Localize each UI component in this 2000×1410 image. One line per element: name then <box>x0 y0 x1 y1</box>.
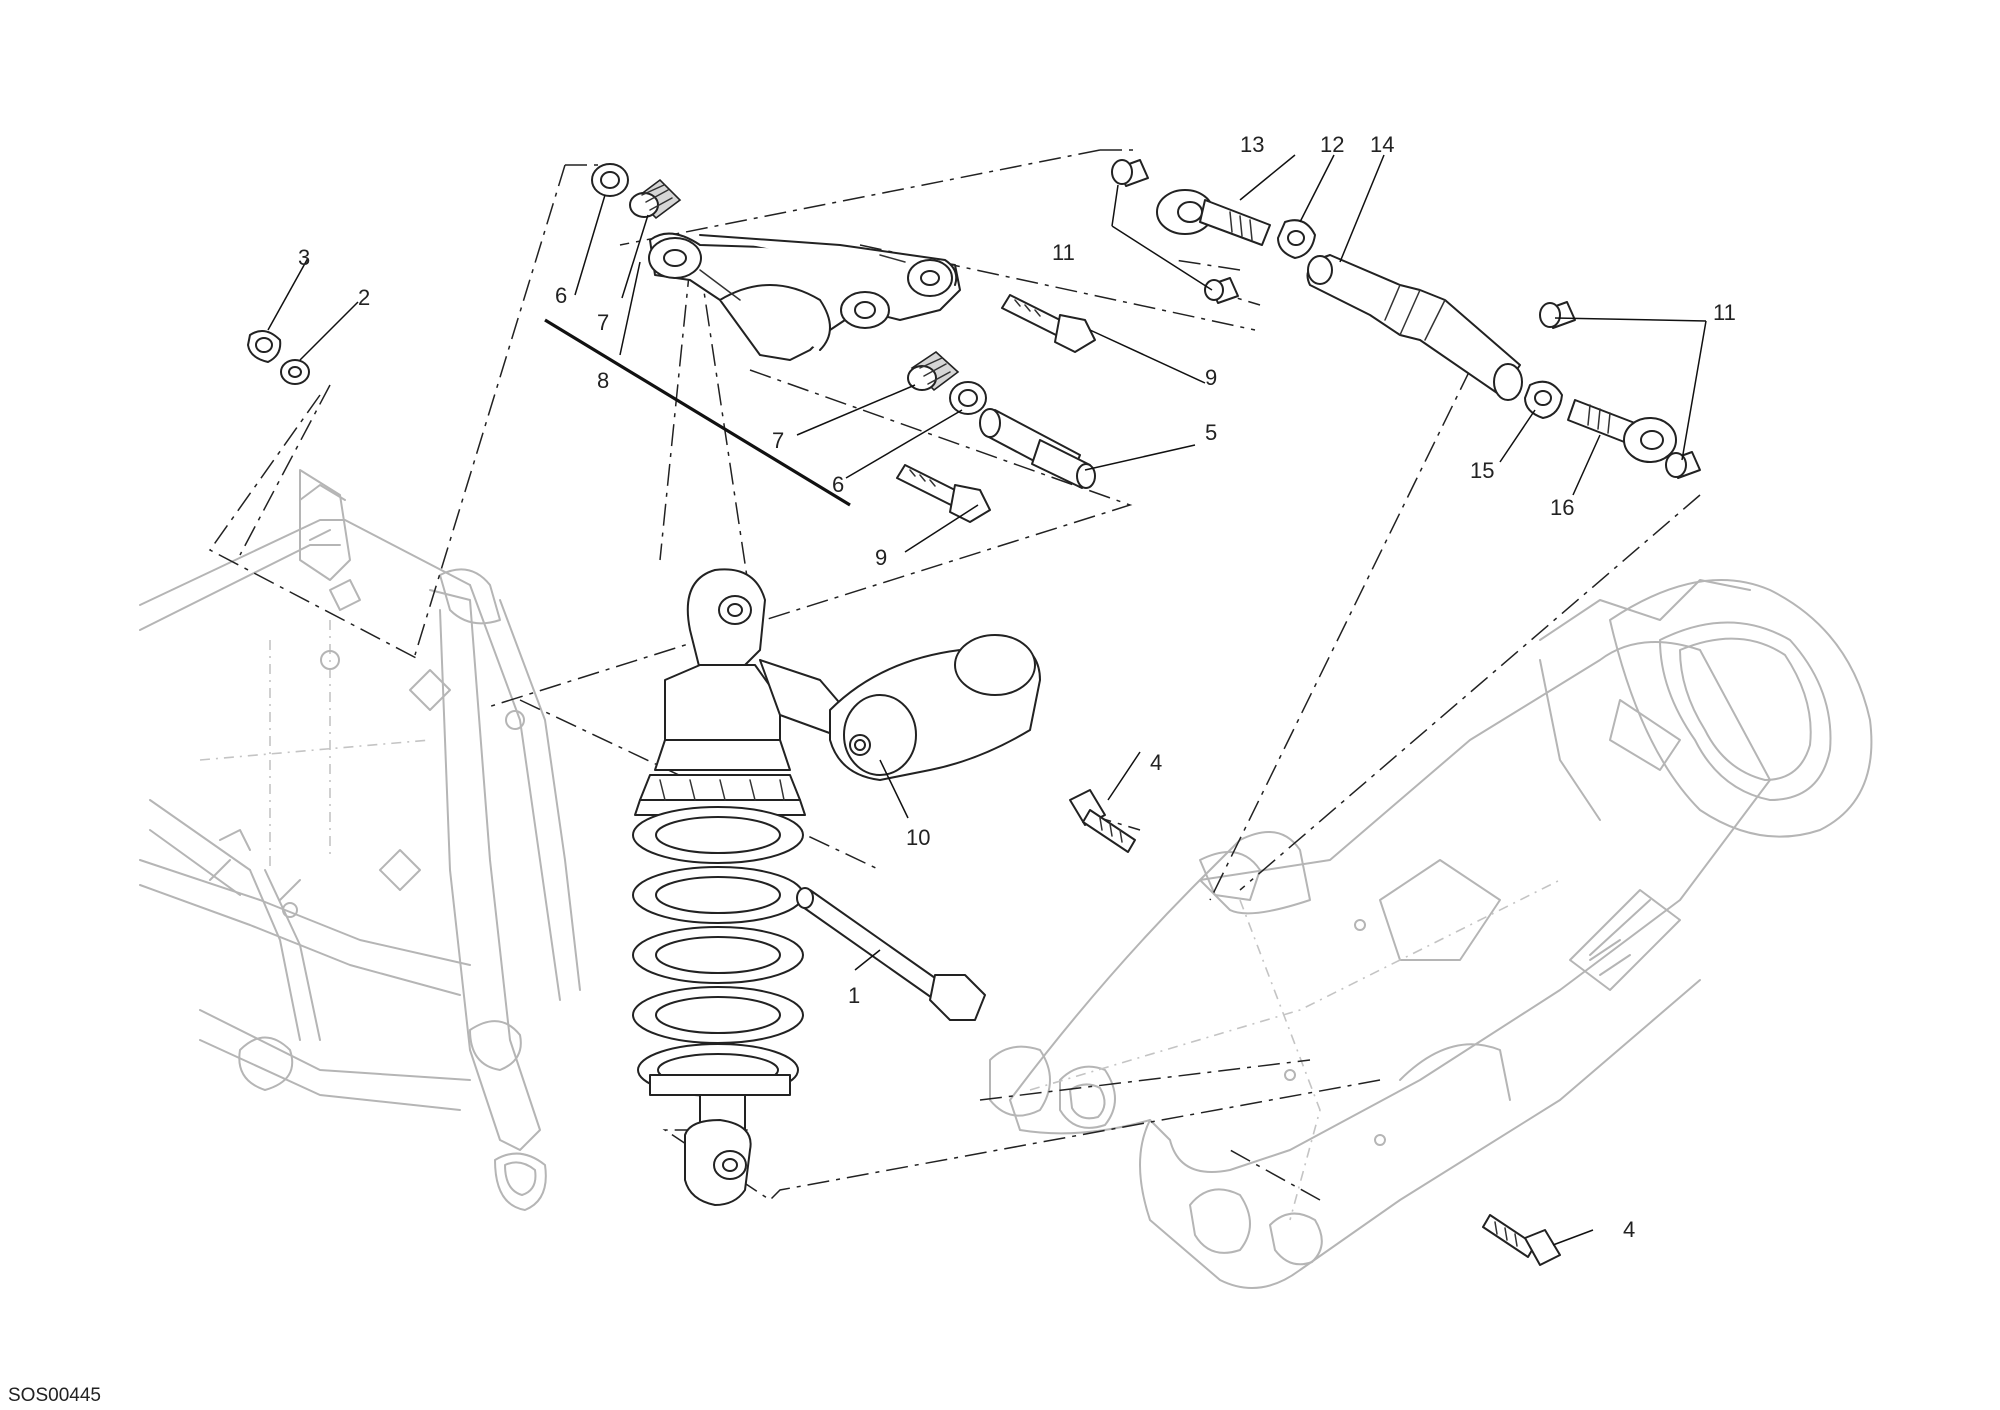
shock-absorber <box>632 568 1041 1206</box>
callout-15: 15 <box>1470 458 1494 483</box>
callout-11-right: 11 <box>1713 300 1736 325</box>
coil-spring <box>632 806 804 1097</box>
callout-7-upper: 7 <box>597 310 609 335</box>
rocker-arm <box>648 232 961 361</box>
callout-10: 10 <box>906 825 930 850</box>
callout-9-upper: 9 <box>1205 365 1217 390</box>
nut-15 <box>1524 380 1563 419</box>
needle-bearing-7-top <box>629 178 682 220</box>
callout-2: 2 <box>358 285 370 310</box>
bushing-11-d <box>1665 451 1701 479</box>
bushing-11-b <box>1204 277 1239 304</box>
callout-13: 13 <box>1240 132 1264 157</box>
drawing-code: SOS00445 <box>8 1385 101 1406</box>
leader-lines <box>267 154 1707 1246</box>
frame-ghost <box>139 469 581 1211</box>
bushing-11-a <box>1111 159 1149 187</box>
bushing-11-c <box>1539 301 1576 329</box>
rod-end-13 <box>1156 189 1271 246</box>
callout-4-upper: 4 <box>1150 750 1162 775</box>
tie-rod-14 <box>1306 254 1523 401</box>
needle-bearing-7-lower <box>907 350 960 392</box>
callout-6-lower: 6 <box>832 472 844 497</box>
callout-7-lower: 7 <box>772 428 784 453</box>
dust-seal-6-top <box>591 163 629 197</box>
callout-12: 12 <box>1320 132 1344 157</box>
callout-16: 16 <box>1550 495 1574 520</box>
rocker-bearings <box>591 163 987 415</box>
bolt-1 <box>796 887 986 1021</box>
bolt-4-lower <box>1482 1214 1561 1266</box>
callout-11-left: 11 <box>1052 240 1075 265</box>
tie-rod-assembly <box>1111 159 1701 479</box>
bolt-4-upper <box>1069 789 1136 853</box>
callout-5: 5 <box>1205 420 1217 445</box>
callout-6-upper: 6 <box>555 283 567 308</box>
nut-12 <box>1277 219 1316 259</box>
dust-seal-6-lower <box>949 381 987 415</box>
callout-4-lower: 4 <box>1623 1217 1635 1242</box>
rocker-kit-bar <box>544 318 851 507</box>
bolt-9-upper <box>1001 294 1096 353</box>
callout-14: 14 <box>1370 132 1394 157</box>
swingarm-ghost <box>989 579 1873 1289</box>
washer-2 <box>280 359 310 385</box>
callout-9-lower: 9 <box>875 545 887 570</box>
callout-3: 3 <box>298 245 310 270</box>
bolt-9-lower <box>896 464 991 523</box>
callout-1: 1 <box>848 983 860 1008</box>
nut-3 <box>247 330 282 363</box>
callout-8: 8 <box>597 368 609 393</box>
spacer-5 <box>979 408 1096 489</box>
callouts: 1 2 3 4 4 5 6 6 7 7 8 9 9 10 11 11 12 13… <box>298 132 1736 1242</box>
rod-end-16 <box>1567 399 1677 463</box>
